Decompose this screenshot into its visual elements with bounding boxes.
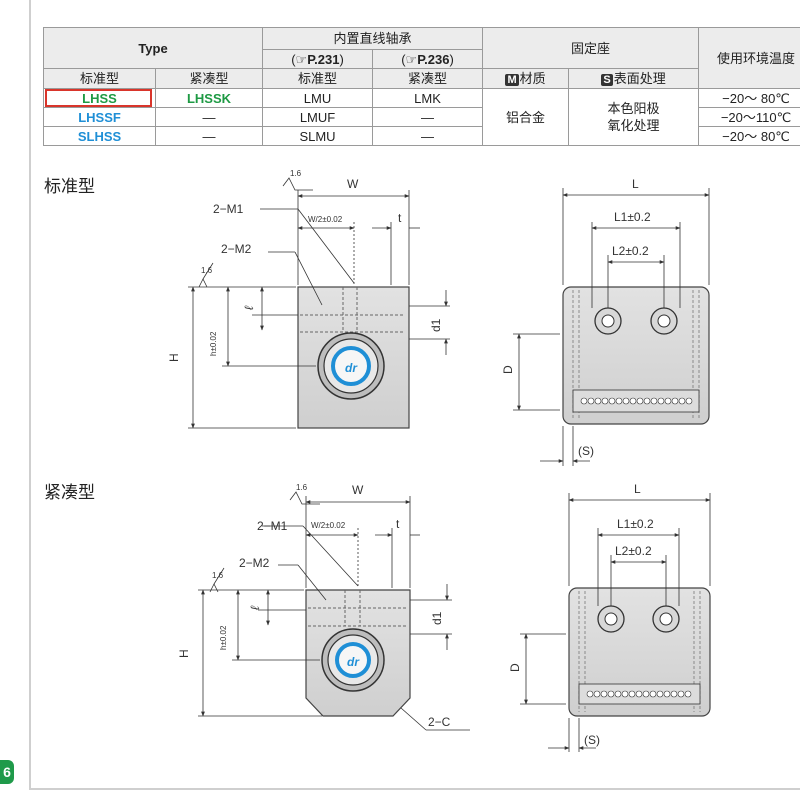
bearing-lmk: LMK — [372, 88, 484, 108]
standard-front-view: dr W W/2±0.02 t 1.6 1.6 2−M1 2−M2 — [167, 169, 450, 429]
W-label-compact: W — [352, 483, 364, 497]
W2-label-compact: W/2±0.02 — [311, 521, 346, 530]
type-lhss[interactable]: LHSS — [43, 88, 156, 108]
page-number-badge: 6 — [0, 760, 14, 784]
M1-label: 2−M1 — [213, 202, 244, 216]
C-label: 2−C — [428, 715, 451, 729]
H-label: H — [167, 353, 181, 362]
material-icon: M — [505, 74, 519, 86]
standard-side-view: L L1±0.2 L2±0.2 D (S) — [501, 177, 710, 466]
D-label: D — [501, 365, 515, 374]
l-label-compact: ℓ — [248, 605, 262, 610]
col-bearing-compact: 紧凑型 — [372, 68, 484, 89]
W2-label: W/2±0.02 — [308, 215, 343, 224]
M2-label: 2−M2 — [221, 242, 252, 256]
compact-front-view: dr W W/2±0.02 t 1.6 1.6 2−M1 2−M2 — [177, 483, 470, 731]
roughness-top-compact: 1.6 — [296, 483, 308, 492]
type-lhssk[interactable]: LHSSK — [154, 88, 264, 108]
d1-label: d1 — [429, 318, 443, 332]
page-frame-left — [29, 0, 31, 790]
S-label-compact: (S) — [584, 733, 600, 747]
roughness-side-compact: 1.6 — [212, 571, 224, 580]
temp-row-2: −20～110℃ — [698, 107, 800, 127]
material-value: 铝合金 — [482, 88, 570, 146]
L-label-compact: L — [634, 482, 641, 496]
bearing-compact-row-3: — — [372, 126, 484, 146]
page-frame-bottom — [29, 788, 800, 790]
S-label: (S) — [578, 444, 594, 458]
roughness-side: 1.6 — [201, 266, 213, 275]
dr-label: dr — [345, 361, 358, 375]
compact-side-view: L L1±0.2 L2±0.2 D (S) — [508, 482, 711, 752]
type-header: Type — [42, 27, 264, 69]
L-label: L — [632, 177, 639, 191]
section-compact-label: 紧凑型 — [44, 483, 95, 502]
L1-label-compact: L1±0.2 — [617, 517, 654, 531]
l-label: ℓ — [242, 305, 256, 310]
section-standard-label: 标准型 — [44, 177, 95, 196]
roughness-top: 1.6 — [290, 169, 302, 178]
L2-label: L2±0.2 — [612, 244, 649, 258]
h-label: h±0.02 — [209, 331, 218, 356]
dr-label-compact: dr — [347, 655, 360, 669]
col-standard: 标准型 — [43, 68, 156, 89]
d1-label-compact: d1 — [430, 611, 444, 625]
h-label-compact: h±0.02 — [219, 625, 228, 650]
bearing-header: 内置直线轴承 — [262, 27, 484, 50]
t-label: t — [398, 211, 402, 225]
H-label-compact: H — [177, 649, 191, 658]
W-label: W — [347, 177, 359, 191]
bearing-ref-2[interactable]: (☞P.236) — [372, 49, 484, 69]
temp-row-1: −20～ 80℃ — [698, 88, 800, 108]
L1-label: L1±0.2 — [614, 210, 651, 224]
surface-icon: S — [601, 74, 613, 86]
L2-label-compact: L2±0.2 — [615, 544, 652, 558]
surface-value: 本色阳极氧化处理 — [568, 88, 700, 146]
t-label-compact: t — [396, 517, 400, 531]
bearing-slmu: SLMU — [262, 126, 374, 146]
spec-table: Type 内置直线轴承 固定座 使用环境温度 (☞P.231) (☞P.236)… — [42, 27, 800, 146]
M2-label-compact: 2−M2 — [239, 556, 270, 570]
temp-row-3: −20～ 80℃ — [698, 126, 800, 146]
D-label-compact: D — [508, 663, 522, 672]
M1-label-compact: 2−M1 — [257, 519, 288, 533]
col-bearing-standard: 标准型 — [262, 68, 374, 89]
compact-row-3: — — [154, 126, 264, 146]
